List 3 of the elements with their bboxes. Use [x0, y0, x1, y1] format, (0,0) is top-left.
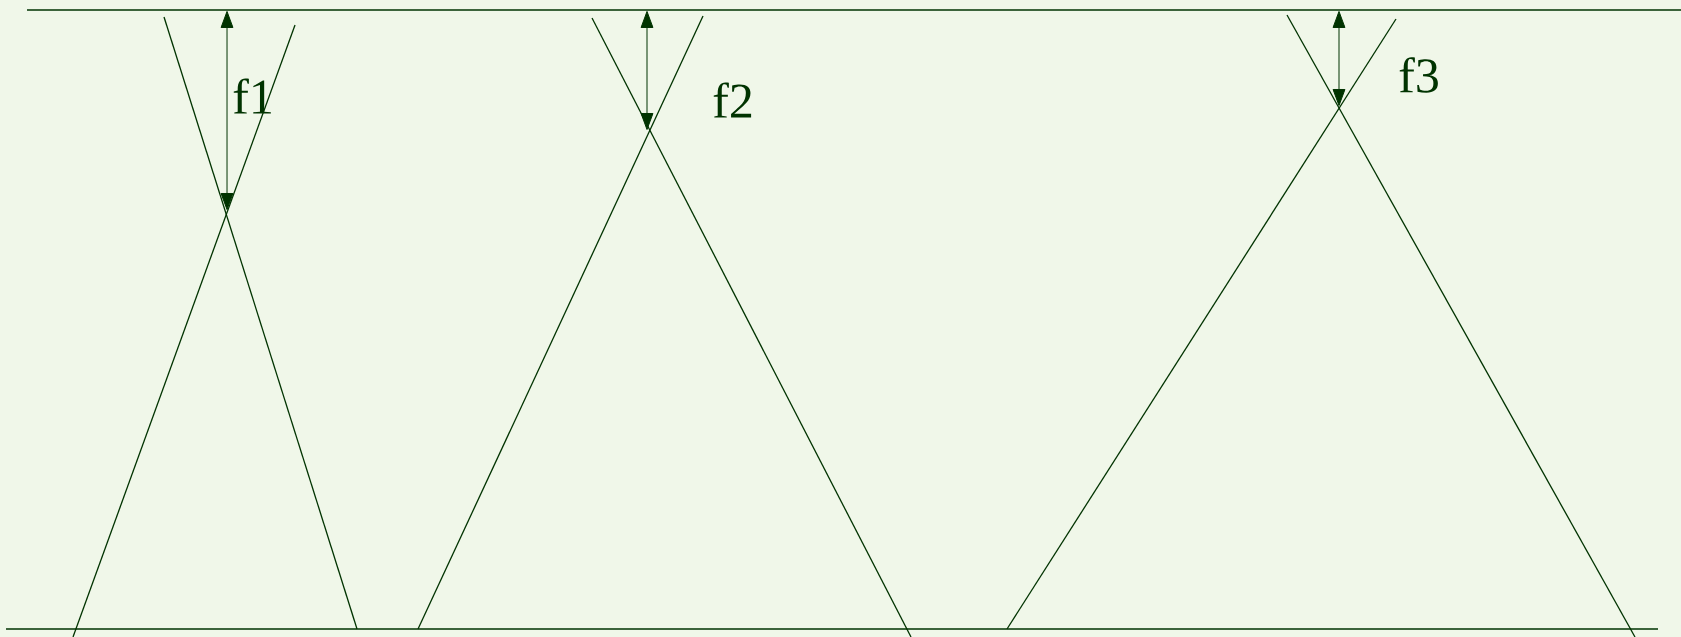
- dimension-label: f2: [713, 82, 752, 118]
- dimension-label: f1: [233, 78, 271, 114]
- dimension-label: f3: [1399, 57, 1438, 93]
